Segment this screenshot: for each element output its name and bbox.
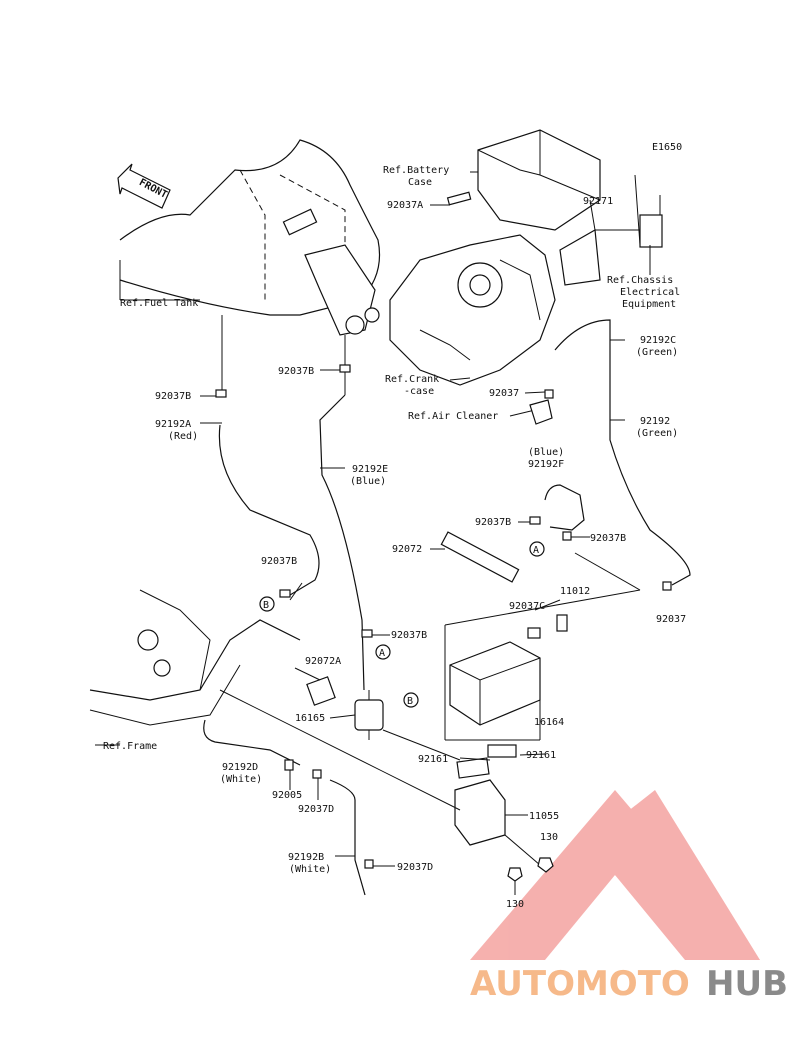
label-ref-battery-case-1: Ref.Battery [383, 165, 449, 176]
label-92192B-color: (White) [289, 864, 331, 875]
fuel-filter [354, 690, 384, 740]
label-130-1: 130 [540, 832, 558, 843]
label-ref-chassis-3: Equipment [622, 299, 676, 310]
label-92072: 92072 [392, 544, 422, 555]
watermark-text: AUTOMOTO HUB [470, 964, 788, 1004]
label-92037D-1: 92037D [298, 804, 334, 815]
label-92037B-5: 92037B [261, 556, 297, 567]
clamps [215, 364, 672, 882]
callout-B-filter: B [403, 692, 419, 708]
label-ref-crankcase-2: -case [404, 386, 434, 397]
label-92192B: 92192B [288, 852, 324, 863]
label-92037D-2: 92037D [397, 862, 433, 873]
label-ref-frame: Ref.Frame [103, 741, 157, 752]
label-92161-2: 92161 [526, 750, 556, 761]
label-92192A: 92192A [155, 419, 191, 430]
label-92192-color: (Green) [636, 428, 678, 439]
label-11012: 11012 [560, 586, 590, 597]
crankcase [389, 229, 601, 386]
label-ref-battery-case-2: Case [408, 177, 432, 188]
pad-92072A [306, 676, 336, 706]
part-labels: Ref.Battery Case 92037A 92171 Ref.Chassi… [103, 165, 686, 910]
label-92037B-6: 92037B [391, 630, 427, 641]
label-92161-1: 92161 [418, 754, 448, 765]
callout-A-filter: A [375, 644, 391, 660]
label-92037B-3: 92037B [475, 517, 511, 528]
chassis-electrical [634, 174, 663, 248]
label-92192C: 92192C [640, 335, 676, 346]
label-92192C-color: (Green) [636, 347, 678, 358]
label-92072A: 92072A [305, 656, 341, 667]
svg-text:A: A [533, 545, 539, 556]
label-16164: 16164 [534, 717, 564, 728]
watermark-logo [470, 790, 760, 960]
label-ref-chassis-1: Ref.Chassis [607, 275, 673, 286]
fuel-tank [119, 139, 381, 336]
label-92037C: 92037C [509, 601, 545, 612]
label-ref-chassis-2: Electrical [620, 287, 680, 298]
label-92037-2: 92037 [656, 614, 686, 625]
label-92192: 92192 [640, 416, 670, 427]
front-arrow-icon: FRONT [117, 163, 171, 209]
hoses [203, 319, 691, 896]
label-ref-crankcase-1: Ref.Crank [385, 374, 439, 385]
label-130-2: 130 [506, 899, 524, 910]
callout-B-left: B [259, 596, 275, 612]
label-92192D: 92192D [222, 762, 258, 773]
svg-text:B: B [263, 600, 269, 611]
label-92005: 92005 [272, 790, 302, 801]
label-92192D-color: (White) [220, 774, 262, 785]
battery-case [446, 129, 601, 231]
label-92037-1: 92037 [489, 388, 519, 399]
canister [449, 641, 541, 726]
label-92192F-color: (Blue) [528, 447, 564, 458]
label-92192F: 92192F [528, 459, 564, 470]
label-92192A-color: (Red) [168, 431, 198, 442]
label-ref-fuel-tank: Ref.Fuel Tank [120, 298, 198, 309]
label-92192E-color: (Blue) [350, 476, 386, 487]
svg-text:HUB: HUB [706, 964, 788, 1004]
label-92192E: 92192E [352, 464, 388, 475]
label-92037A: 92037A [387, 200, 423, 211]
svg-text:A: A [379, 648, 385, 659]
label-ref-air-cleaner: Ref.Air Cleaner [408, 411, 498, 422]
label-92037B-1: 92037B [155, 391, 191, 402]
svg-text:B: B [407, 696, 413, 707]
label-92171: 92171 [583, 196, 613, 207]
callout-A-top: A [529, 541, 545, 557]
label-16165: 16165 [295, 713, 325, 724]
frame [89, 589, 301, 726]
strap [440, 531, 520, 583]
diagram-code: E1650 [652, 142, 682, 153]
label-92037B-2: 92037B [278, 366, 314, 377]
label-92037B-4: 92037B [590, 533, 626, 544]
svg-text:AUTOMOTO: AUTOMOTO [470, 964, 690, 1004]
bracket [454, 744, 517, 846]
label-11055: 11055 [529, 811, 559, 822]
